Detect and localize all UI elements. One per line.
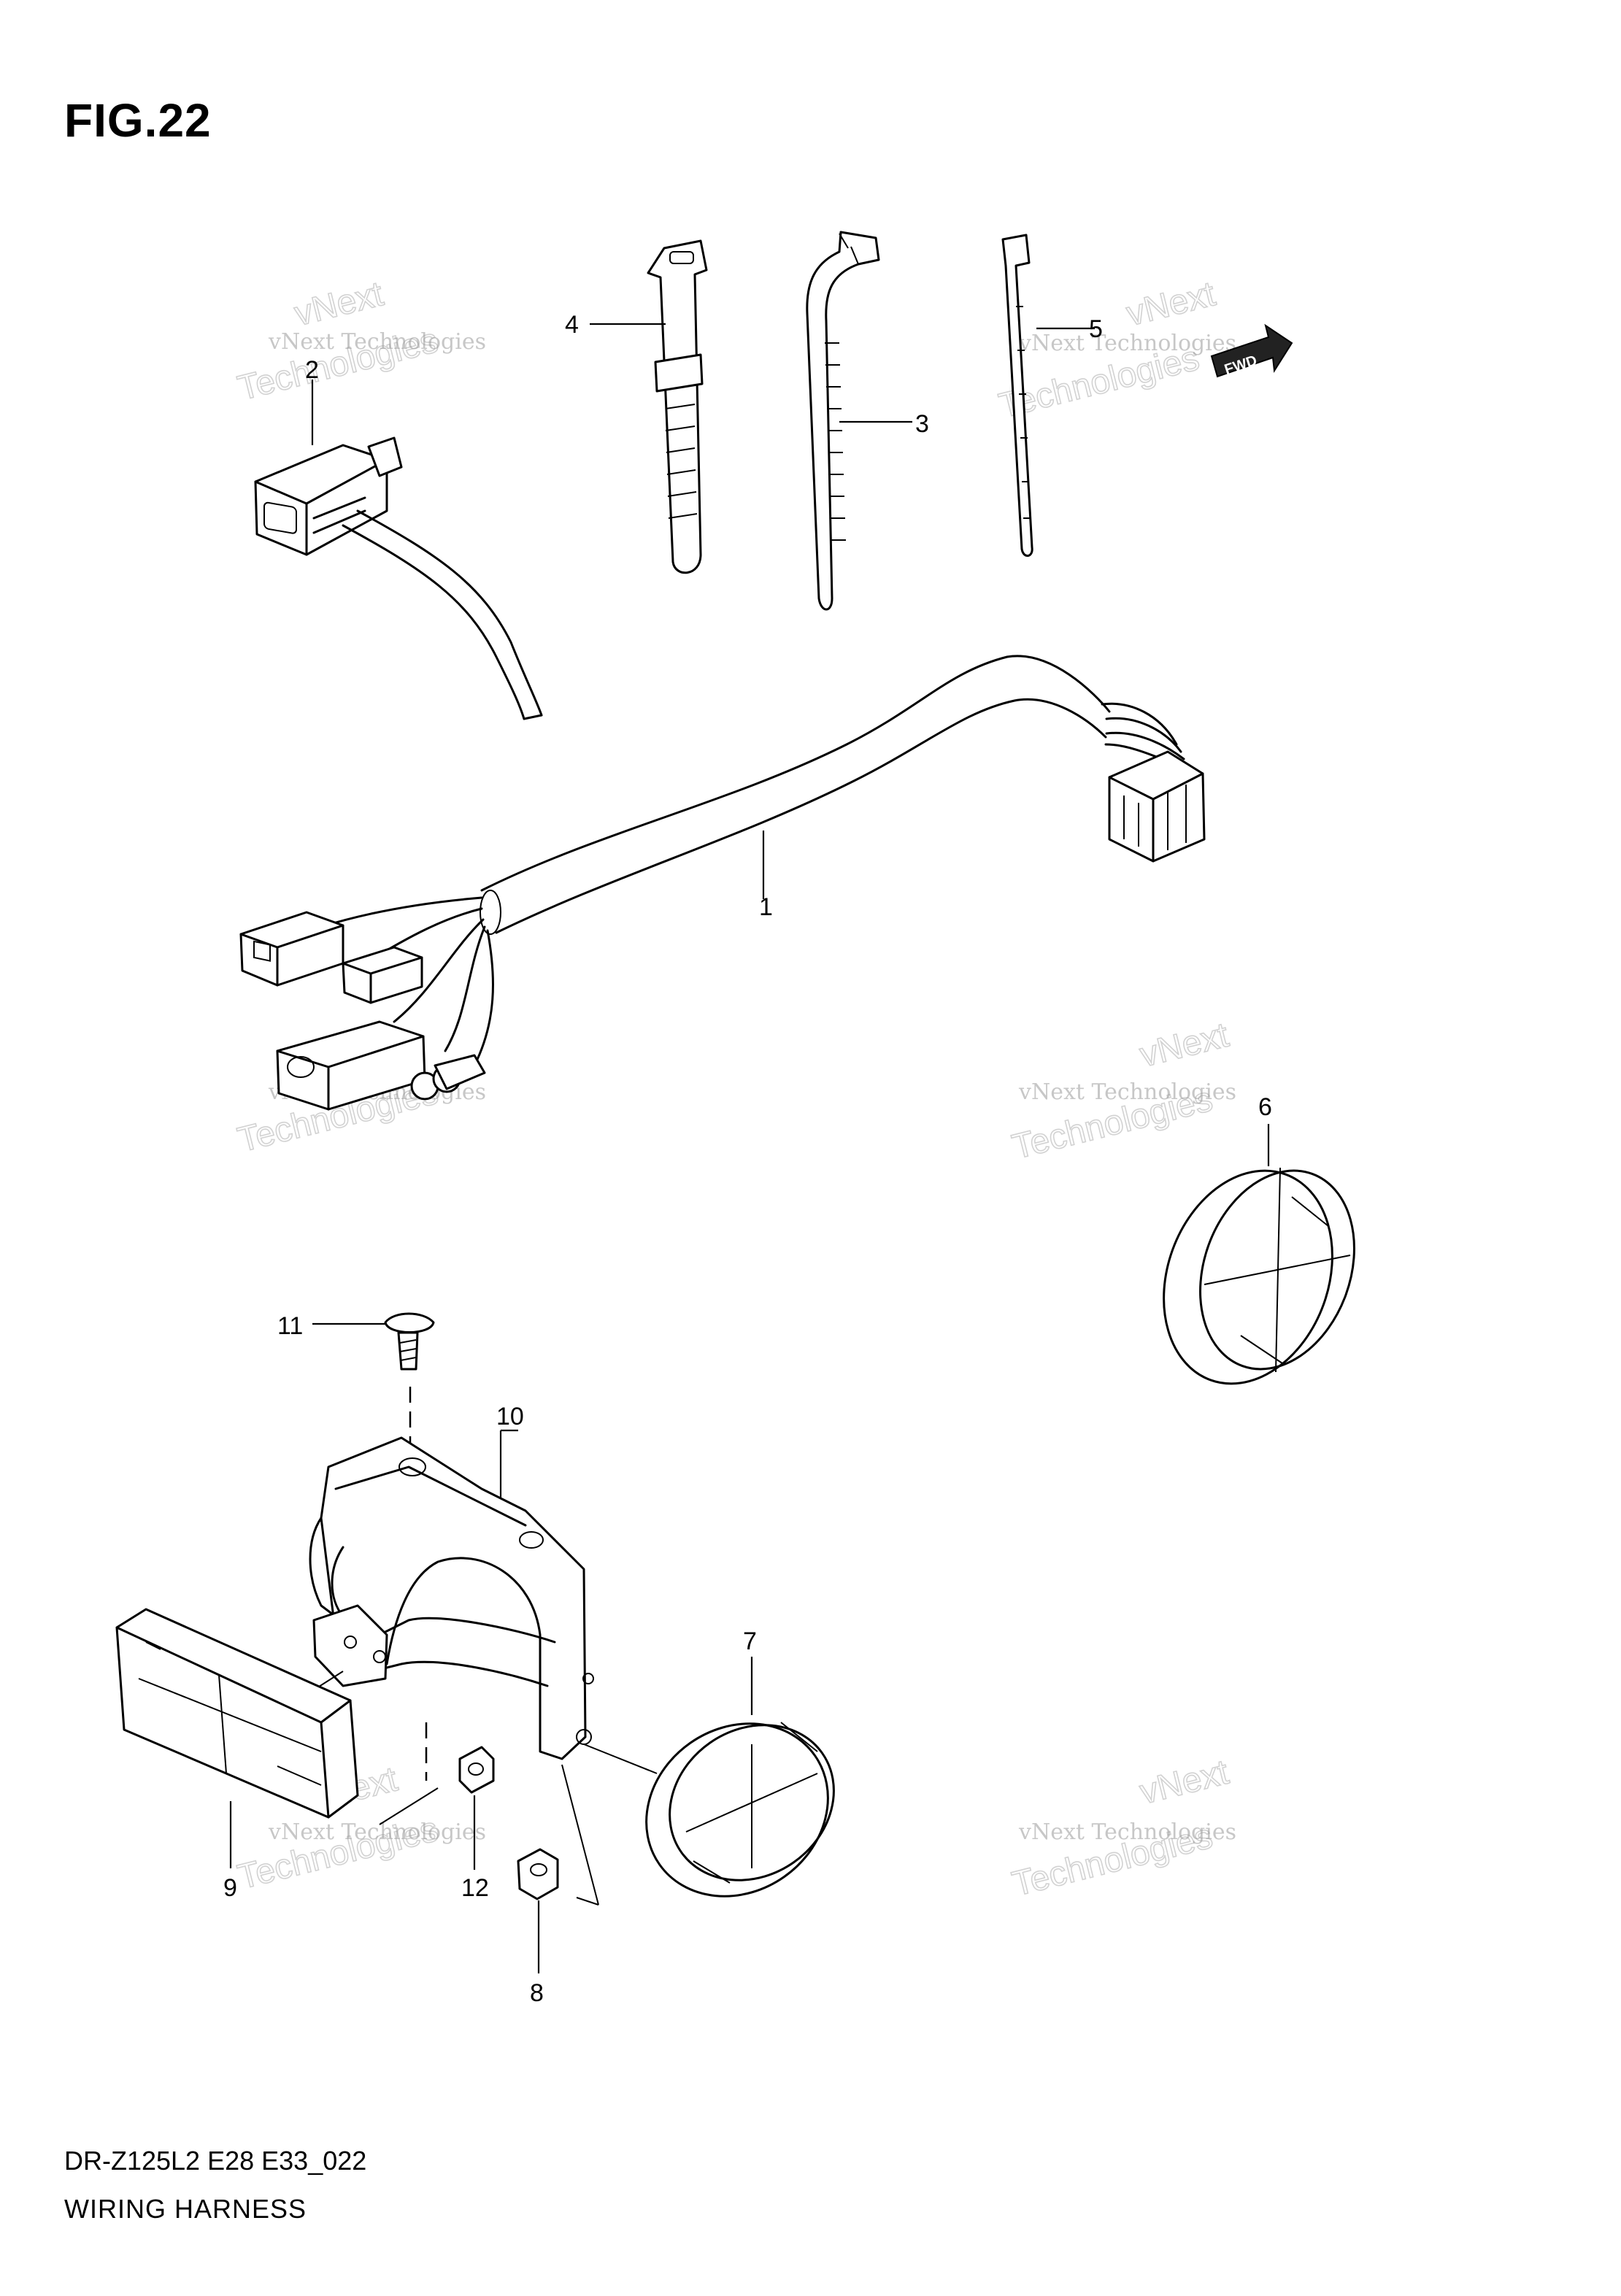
callout-9: 9	[223, 1874, 237, 1902]
watermark-text: vNext	[1136, 1753, 1233, 1812]
part-1-wiring-harness	[239, 655, 1206, 1111]
watermark-text: vNext	[290, 274, 387, 334]
diagram-caption: WIRING HARNESS	[64, 2194, 307, 2224]
part-2-connector	[254, 380, 543, 720]
callout-10: 10	[496, 1403, 524, 1430]
part-5-cable-tie	[1001, 234, 1095, 557]
watermark-text: vNext	[1123, 274, 1219, 334]
part-8-flanged-nut	[517, 1848, 559, 1973]
callout-12: 12	[461, 1874, 489, 1902]
watermark-text: vNext Technologies	[268, 329, 486, 355]
callout-3: 3	[915, 410, 929, 438]
callout-7: 7	[743, 1627, 757, 1655]
part-11-screw	[312, 1312, 435, 1474]
callout-6: 6	[1258, 1093, 1272, 1121]
part-6-round-reflector	[1163, 1124, 1355, 1385]
watermark-text: vNext Technologies	[1018, 1079, 1236, 1105]
figure-title: FIG.22	[64, 94, 212, 147]
part-7-round-reflector	[645, 1657, 835, 1898]
watermark-text: vNext Technologies	[1018, 331, 1236, 356]
callout-8: 8	[530, 1979, 544, 2007]
part-4-strap-clamp	[590, 239, 708, 574]
watermark-text: vNext	[1136, 1016, 1233, 1075]
part-9-rect-reflector	[115, 1608, 359, 1868]
callout-11: 11	[277, 1312, 303, 1340]
callout-5: 5	[1089, 315, 1103, 343]
watermark-text: vNext Technologies	[268, 1819, 486, 1845]
model-code: DR-Z125L2 E28 E33_022	[64, 2146, 367, 2176]
part-3-clamp-band	[806, 231, 912, 611]
callout-2: 2	[305, 356, 319, 384]
callout-4: 4	[565, 311, 579, 339]
callout-1: 1	[759, 893, 773, 921]
watermark-text: vNext Technologies	[1018, 1819, 1236, 1845]
part-12-nut	[458, 1746, 495, 1870]
part-10-bracket	[294, 1429, 658, 1906]
